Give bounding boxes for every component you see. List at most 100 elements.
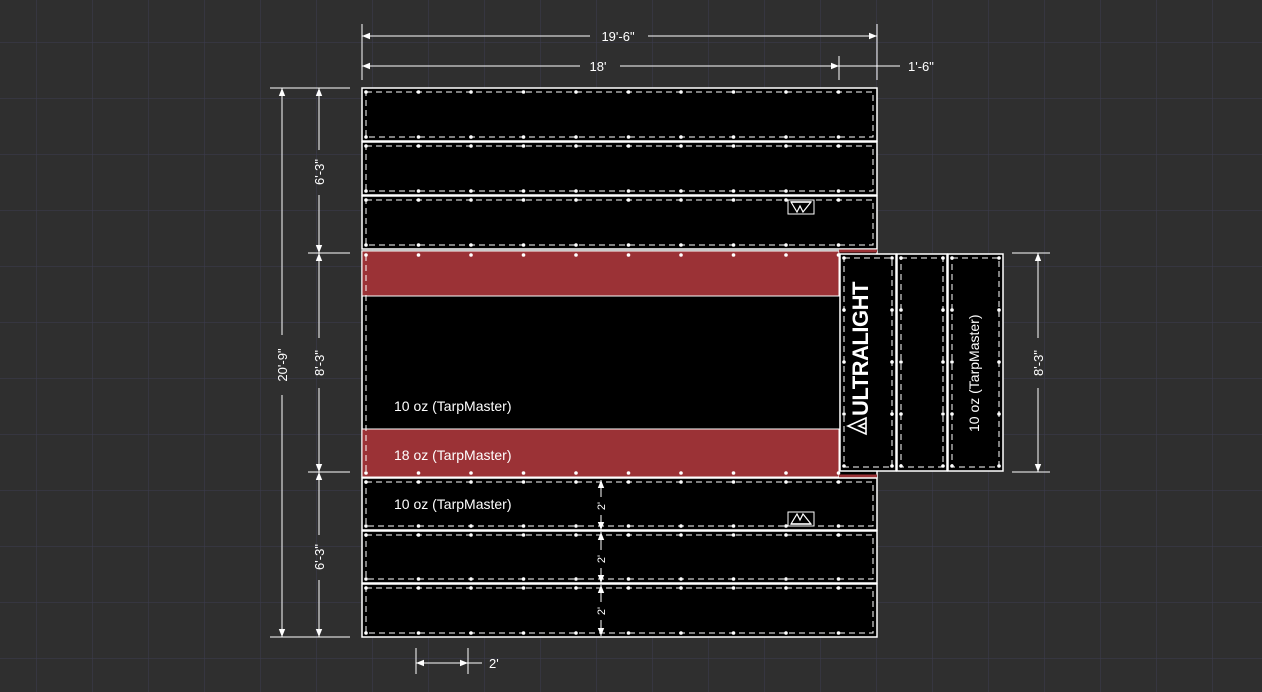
grommet (416, 471, 421, 475)
grommet (626, 524, 631, 528)
grommet (950, 360, 954, 364)
grommet (469, 144, 473, 148)
grommet (626, 471, 631, 475)
grommet (784, 577, 788, 581)
grommet (836, 577, 841, 581)
grommet (731, 631, 736, 635)
grommet (679, 533, 683, 537)
grommet (842, 360, 846, 364)
grommet (469, 189, 473, 193)
grommet (784, 586, 788, 590)
grommet (679, 586, 683, 590)
grommet (626, 533, 631, 537)
grommet (784, 198, 788, 202)
grommet (679, 135, 683, 139)
grommet (679, 144, 683, 148)
grommet (679, 189, 683, 193)
grommet (997, 464, 1001, 468)
grommet (784, 533, 788, 537)
bottom-strip-2 (361, 530, 878, 584)
grommet (626, 90, 631, 94)
grommet (364, 586, 368, 590)
ultralight-brand: ULTRALIGHT (846, 281, 873, 436)
grommet (626, 135, 631, 139)
grommet (521, 189, 526, 193)
material-label-10oz-lower: 10 oz (TarpMaster) (394, 496, 511, 512)
dim-grommet-spacing: 2' (489, 656, 499, 671)
dim-strip-height-1: 2' (596, 502, 608, 510)
grommet-dots (364, 90, 1001, 635)
grommet (416, 144, 421, 148)
red-band-top (361, 250, 840, 297)
grommet (364, 198, 368, 202)
grommet (842, 308, 846, 312)
grommet (364, 631, 368, 635)
grommet (469, 586, 473, 590)
grommet (521, 253, 526, 257)
dim-main-width: 18' (590, 59, 607, 74)
grommet (941, 308, 945, 312)
grommet (950, 412, 954, 416)
grommet (626, 189, 631, 193)
grommet (950, 256, 954, 260)
grommet (899, 412, 903, 416)
grommet (416, 253, 421, 257)
grommet (574, 586, 578, 590)
grommet (899, 360, 903, 364)
grommet (950, 308, 954, 312)
grommet (731, 471, 736, 475)
grommet (679, 471, 683, 475)
dim-middle-section: 8'-3" (312, 350, 327, 376)
dim-side-flap-height: 8'-3" (1031, 350, 1046, 376)
grommet (574, 135, 578, 139)
grommet (679, 577, 683, 581)
grommet (364, 189, 368, 193)
grommet (941, 464, 945, 468)
grommet (574, 253, 578, 257)
grommet (784, 253, 788, 257)
grommet (950, 464, 954, 468)
grommet (890, 360, 894, 364)
dim-overall-width: 19'-6" (601, 29, 635, 44)
grommet (731, 243, 736, 247)
grommet (784, 144, 788, 148)
grommet (364, 471, 368, 475)
grommet (679, 90, 683, 94)
dim-bottom-section: 6'-3" (312, 544, 327, 570)
grommet (997, 412, 1001, 416)
grommet (469, 471, 473, 475)
grommet (364, 577, 368, 581)
grommet (574, 577, 578, 581)
grommet (469, 533, 473, 537)
grommet (997, 308, 1001, 312)
material-label-10oz-upper: 10 oz (TarpMaster) (394, 398, 511, 414)
grommet (521, 631, 526, 635)
grommet (997, 360, 1001, 364)
grommet (842, 412, 846, 416)
grommet (890, 256, 894, 260)
flap-panel-3 (947, 253, 1004, 472)
grommet (731, 135, 736, 139)
grommet (836, 135, 841, 139)
grommet (469, 253, 473, 257)
top-strip-1 (361, 87, 878, 142)
grommet (626, 631, 631, 635)
grommet (890, 412, 894, 416)
grommet (784, 524, 788, 528)
dim-overall-height: 20'-9" (275, 348, 290, 382)
grommet (416, 480, 421, 484)
grommet (941, 256, 945, 260)
dim-flap-width: 1'-6" (908, 59, 934, 74)
grommet (890, 308, 894, 312)
grommet (574, 480, 578, 484)
grommet (784, 243, 788, 247)
grommet (364, 533, 368, 537)
main-tarp (361, 87, 878, 638)
grommet (469, 480, 473, 484)
grommet (521, 480, 526, 484)
grommet (784, 189, 788, 193)
grommet (784, 135, 788, 139)
grommet (574, 198, 578, 202)
grommet (469, 577, 473, 581)
